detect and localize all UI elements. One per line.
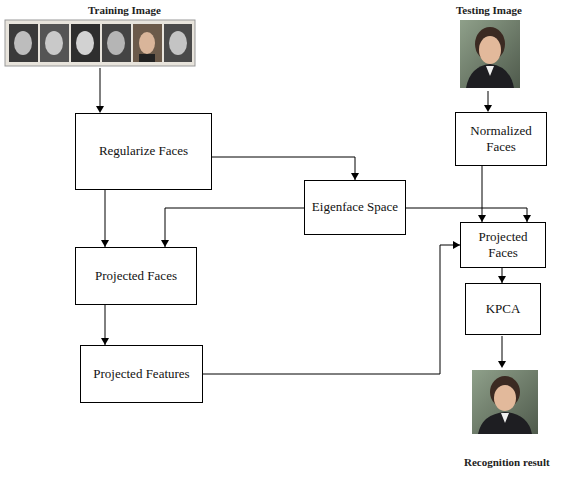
process-box: Eigenface Space — [304, 180, 406, 235]
connector-line — [406, 208, 527, 222]
process-box: KPCA — [465, 283, 541, 335]
box-text: KPCA — [486, 301, 521, 317]
flow-arrow — [101, 190, 109, 247]
process-box: Normalized Faces — [455, 112, 547, 166]
arrow-head — [478, 215, 486, 222]
connector-line — [482, 166, 483, 222]
flow-arrow — [406, 208, 531, 222]
training-faces — [5, 20, 195, 66]
arrow-head — [351, 173, 359, 180]
image-caption: Recognition result — [464, 456, 550, 468]
box-text: Normalized Faces — [462, 123, 540, 156]
box-text: Projected Features — [93, 366, 189, 382]
arrow-head — [523, 215, 531, 222]
arrow-head — [498, 276, 506, 283]
box-text: Regularize Faces — [99, 143, 188, 159]
process-box: Projected Features — [80, 345, 203, 403]
process-box: Projected Faces — [75, 247, 197, 305]
flow-arrow — [212, 157, 359, 180]
process-box: Regularize Faces — [75, 113, 212, 190]
flow-arrow — [203, 241, 460, 374]
flow-arrow — [478, 166, 486, 222]
image-caption: Training Image — [88, 4, 161, 16]
box-text: Projected Faces — [467, 229, 539, 262]
arrow-head — [453, 241, 460, 249]
flow-arrow — [498, 268, 506, 283]
flow-arrow — [101, 305, 109, 345]
connector-line — [105, 190, 106, 247]
image-caption: Testing Image — [456, 4, 522, 16]
connector-line — [212, 157, 355, 180]
arrow-head — [101, 338, 109, 345]
arrow-head — [161, 240, 169, 247]
flow-arrow — [161, 208, 304, 247]
arrow-head — [101, 240, 109, 247]
connector-line — [165, 208, 304, 247]
result-photo — [472, 370, 538, 434]
process-box: Projected Faces — [460, 222, 546, 268]
connector-line — [203, 245, 460, 374]
testing-photo — [460, 20, 520, 88]
box-text: Eigenface Space — [312, 199, 398, 215]
box-text: Projected Faces — [95, 268, 177, 284]
